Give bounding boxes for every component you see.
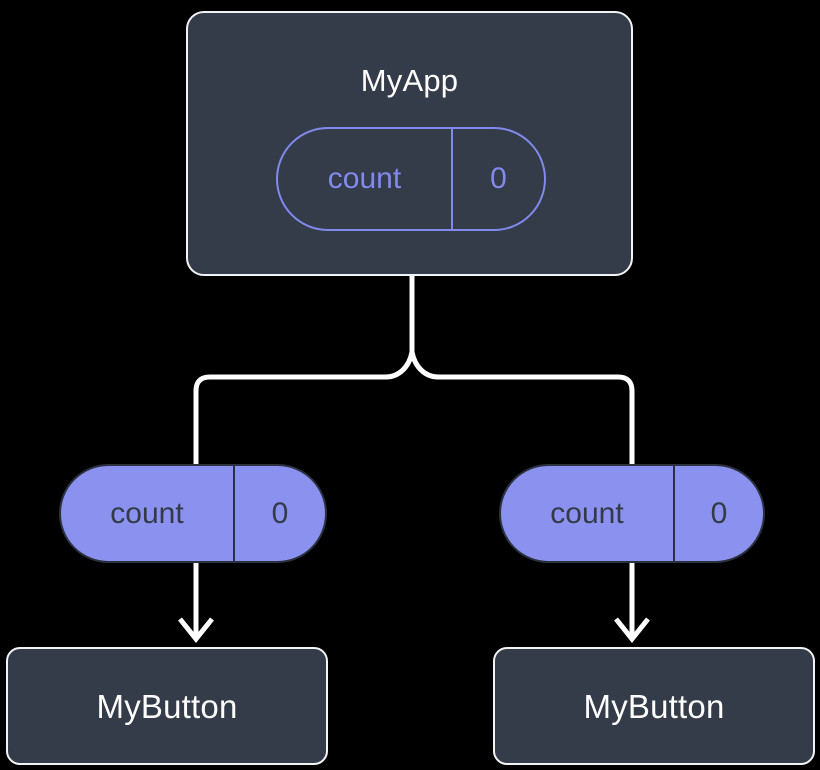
arrow-left-head-icon: [178, 617, 214, 644]
component-node-mybutton-right[interactable]: MyButton: [493, 647, 815, 765]
state-pill-root-key: count: [278, 129, 453, 229]
state-pill-root-value: 0: [490, 162, 507, 195]
component-title-mybutton-right: MyButton: [583, 687, 725, 725]
component-title-myapp: MyApp: [360, 63, 459, 98]
component-title-mybutton-left: MyButton: [96, 687, 238, 725]
state-pill-root-count[interactable]: count 0: [276, 127, 546, 231]
edge-to-right-child: [409, 349, 635, 467]
edge-to-left-child: [193, 349, 415, 467]
prop-pill-right-key: count: [501, 466, 675, 561]
arrow-right-head-icon: [614, 617, 650, 644]
prop-pill-left-value: 0: [271, 496, 289, 530]
prop-pill-left-count[interactable]: count 0: [59, 464, 327, 563]
prop-pill-right-value: 0: [710, 496, 728, 530]
prop-pill-right-count[interactable]: count 0: [499, 464, 765, 563]
prop-pill-left-key: count: [61, 466, 235, 561]
component-node-mybutton-left[interactable]: MyButton: [6, 647, 328, 765]
